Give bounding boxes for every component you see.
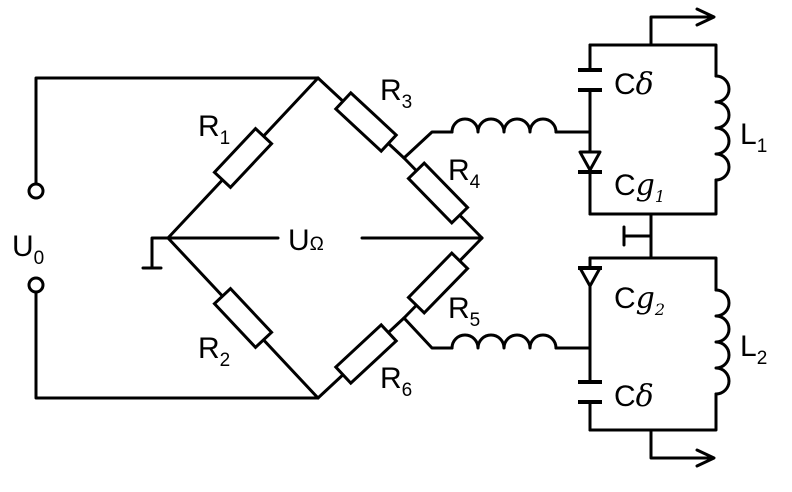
- label-c-delta-bottom: Cδ: [614, 379, 654, 414]
- terminal-bottom: [27, 276, 45, 294]
- resistor-r3: [333, 90, 399, 154]
- label-c-delta-top: Cδ: [614, 67, 654, 102]
- label-r5: R5: [448, 292, 480, 331]
- tank-top-frame: [588, 7, 718, 216]
- label-c-g1: Cg1: [614, 168, 665, 206]
- resistor-r6: [333, 322, 399, 386]
- label-r1: R1: [198, 110, 230, 149]
- tank-junction: [622, 212, 653, 260]
- label-r2: R2: [198, 332, 230, 371]
- resistor-r2-branch: [166, 236, 320, 400]
- resistor-r1: [212, 126, 274, 190]
- source-wiring: [34, 76, 320, 400]
- label-u-omega: UΩ: [288, 224, 324, 257]
- inductor-link-bottom: [402, 316, 592, 350]
- label-l1: L1: [740, 118, 767, 157]
- inductor-l1: [714, 74, 731, 182]
- label-u0: U0: [12, 230, 44, 269]
- varicap-diode-top: [578, 150, 602, 174]
- terminal-top: [27, 182, 45, 200]
- label-r4: R4: [448, 154, 481, 193]
- resistor-r5-r6-branch: [316, 236, 484, 400]
- varicap-diode-bottom: [578, 266, 602, 288]
- resistor-r2: [212, 286, 274, 350]
- measurement-line: [141, 236, 484, 270]
- inductor-link-top: [402, 117, 592, 160]
- label-l2: L2: [740, 330, 767, 369]
- resistor-r5: [406, 251, 470, 315]
- label-r6: R6: [380, 362, 412, 401]
- resistor-r3-r4-branch: [316, 76, 484, 240]
- resistor-r4: [406, 161, 470, 225]
- inductor-l2: [714, 288, 731, 396]
- resistor-r1-branch: [166, 76, 320, 240]
- label-r3: R3: [380, 74, 412, 113]
- label-c-g2: Cg2: [614, 281, 665, 319]
